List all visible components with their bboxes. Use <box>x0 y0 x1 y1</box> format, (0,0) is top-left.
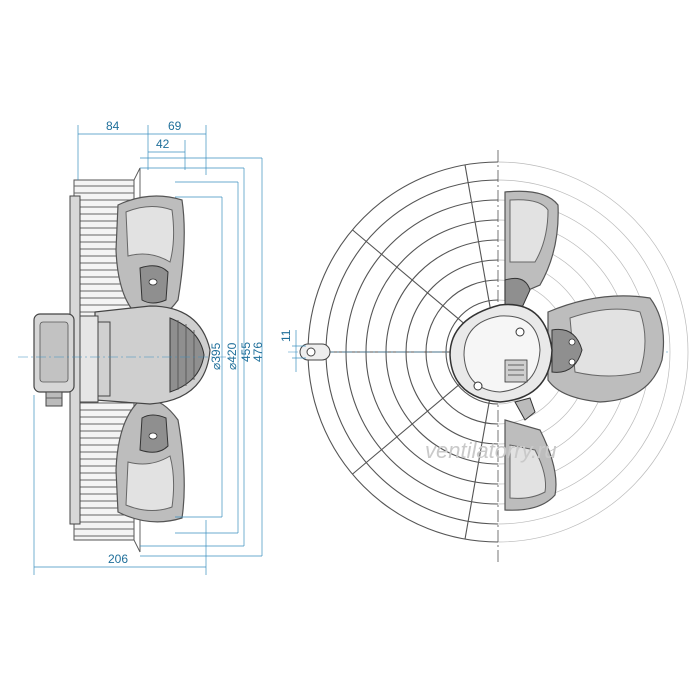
dim-476: 476 <box>251 342 265 362</box>
dim-84: 84 <box>106 119 120 133</box>
front-dimension-11 <box>292 330 306 372</box>
side-terminal-box <box>33 313 75 407</box>
dim-11: 11 <box>279 329 293 342</box>
front-hub <box>449 303 553 421</box>
dim-206: 206 <box>108 552 128 566</box>
watermark: ventilatorry.ru <box>425 438 557 463</box>
dim-42: 42 <box>156 137 170 151</box>
side-dimensions <box>33 125 263 575</box>
front-guard-spokes <box>308 164 493 540</box>
front-view: 11 ventilatorry.ru <box>279 150 689 565</box>
front-right-blade <box>547 295 665 403</box>
side-motor <box>79 305 211 405</box>
side-view: 84 69 42 ⌀395 ⌀420 455 476 206 <box>18 119 265 575</box>
rating-label <box>504 359 528 383</box>
front-top-blade <box>504 190 559 313</box>
dim-455: 455 <box>239 342 253 362</box>
front-bottom-blade <box>504 419 557 511</box>
dim-69: 69 <box>168 119 182 133</box>
front-mounting-lug <box>299 343 331 361</box>
side-upper-blade <box>115 195 185 321</box>
side-lower-blade <box>115 398 185 523</box>
cable-gland <box>514 397 536 421</box>
dim-395: ⌀395 <box>209 342 223 370</box>
dim-420: ⌀420 <box>225 342 239 370</box>
